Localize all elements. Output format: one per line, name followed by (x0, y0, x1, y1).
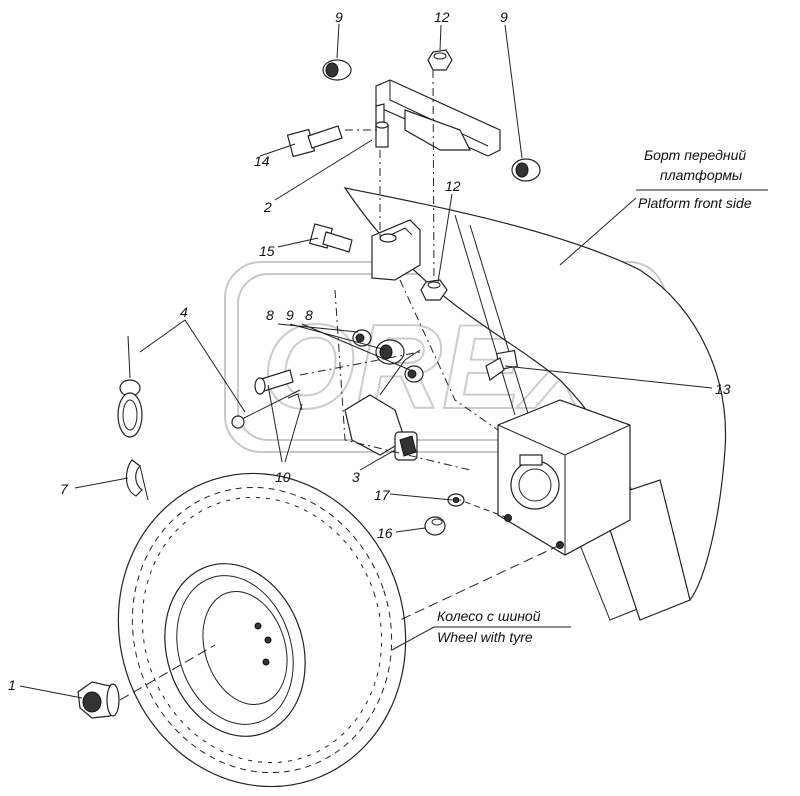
bolt-15 (308, 223, 353, 253)
callout-14: 14 (254, 153, 270, 169)
nut-9-top-left (322, 59, 352, 81)
wheel-with-tyre (117, 472, 407, 788)
bracket-part-2 (375, 79, 501, 157)
wheel-mount-plate (497, 399, 631, 556)
clamp-housing (371, 219, 421, 281)
pin-10 (254, 369, 303, 411)
callout-4: 4 (180, 304, 188, 320)
platform-label-ru-line2: платформы (660, 167, 743, 183)
callout-9: 9 (500, 9, 508, 25)
cable-part-4 (117, 335, 301, 438)
nut-12-middle (420, 279, 448, 301)
nut-16 (424, 516, 446, 536)
hook-part-7 (125, 459, 149, 501)
bolt-14 (286, 125, 343, 158)
callouts: 9 12 9 14 2 12 15 4 8 9 8 13 10 3 7 17 1… (8, 9, 731, 693)
platform-label-ru-line1: Борт передний (644, 147, 746, 163)
callout-8: 8 (266, 307, 274, 323)
nut-9-middle (375, 339, 405, 365)
callout-2: 2 (263, 199, 272, 215)
text-labels: Борт передний платформы Platform front s… (437, 147, 752, 645)
callout-7: 7 (60, 481, 69, 497)
callout-9: 9 (335, 9, 343, 25)
callout-10: 10 (275, 469, 291, 485)
wheel-nut-part-1 (77, 681, 120, 719)
wheel-label-ru: Колесо с шиной (437, 608, 541, 624)
nut-12-top (427, 49, 453, 71)
callout-16: 16 (377, 525, 393, 541)
callout-1: 1 (8, 677, 16, 693)
callout-15: 15 (259, 243, 275, 259)
wheel-label-en: Wheel with tyre (437, 629, 533, 645)
washer-8-right (404, 365, 424, 383)
platform-label-en: Platform front side (638, 195, 752, 211)
callout-8: 8 (305, 307, 313, 323)
callout-12: 12 (434, 9, 450, 25)
callout-9: 9 (286, 307, 294, 323)
callout-13: 13 (715, 381, 731, 397)
leader-lines (19, 23, 768, 699)
callout-12: 12 (445, 178, 461, 194)
nut-9-top-right (511, 158, 541, 182)
crank-assembly-part-3 (344, 349, 421, 461)
bolt-13 (485, 349, 518, 381)
callout-3: 3 (352, 469, 360, 485)
assembly-lines (119, 69, 561, 701)
callout-17: 17 (374, 487, 391, 503)
